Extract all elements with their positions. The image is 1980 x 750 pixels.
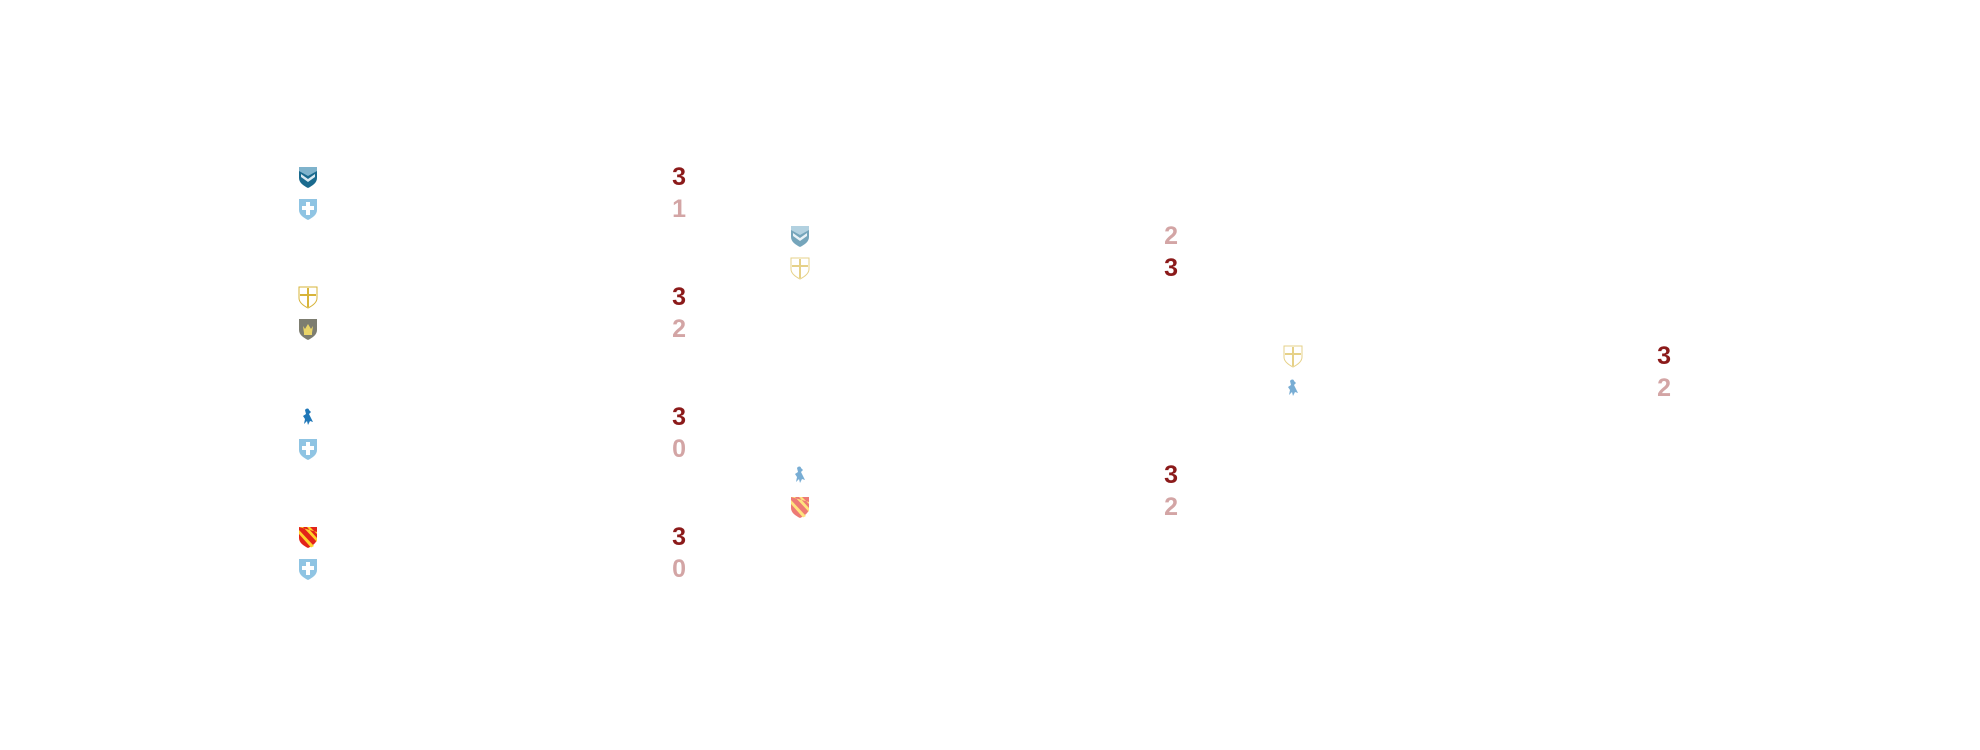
blue-lion-crest-icon <box>303 408 313 425</box>
quarterfinal-match-4[interactable]: 3 0 <box>296 521 686 585</box>
team-score: 3 <box>672 403 686 431</box>
team-row[interactable]: 1 <box>296 193 686 225</box>
team-score: 3 <box>672 283 686 311</box>
team-score: 3 <box>1164 254 1178 282</box>
team-row[interactable]: 2 <box>1281 372 1671 404</box>
team-row[interactable]: 3 <box>296 281 686 313</box>
team-row[interactable]: 3 <box>296 161 686 193</box>
team-row[interactable]: 0 <box>296 553 686 585</box>
white-cross-blue-crest-icon <box>299 439 317 460</box>
team-row[interactable]: 3 <box>296 401 686 433</box>
gold-cross-crest-icon <box>790 257 810 280</box>
red-gold-stripe-crest-icon <box>299 527 317 548</box>
team-row[interactable]: 0 <box>296 433 686 465</box>
semifinal-match-2[interactable]: 3 2 <box>788 459 1178 523</box>
team-score: 3 <box>1164 461 1178 489</box>
gold-cross-crest-icon <box>1283 345 1303 368</box>
team-score: 0 <box>672 435 686 463</box>
quarterfinal-match-1[interactable]: 3 1 <box>296 161 686 225</box>
white-cross-blue-crest-icon <box>299 199 317 220</box>
team-row[interactable]: 2 <box>296 313 686 345</box>
team-row[interactable]: 3 <box>296 521 686 553</box>
blue-lion-crest-icon <box>1288 379 1298 396</box>
team-score: 2 <box>1657 374 1671 402</box>
team-row[interactable]: 3 <box>788 459 1178 491</box>
team-score: 2 <box>1164 222 1178 250</box>
semifinal-match-1[interactable]: 2 3 <box>788 220 1178 284</box>
team-score: 2 <box>672 315 686 343</box>
blue-lion-crest-icon <box>795 466 805 483</box>
team-score: 1 <box>672 195 686 223</box>
team-score: 3 <box>672 163 686 191</box>
red-gold-stripe-crest-icon <box>791 497 809 518</box>
team-row[interactable]: 3 <box>1281 340 1671 372</box>
white-cross-blue-crest-icon <box>299 559 317 580</box>
blue-chevron-crest-icon <box>299 167 317 188</box>
blue-chevron-crest-icon <box>791 226 809 247</box>
team-score: 3 <box>1657 342 1671 370</box>
gold-cross-crest-icon <box>298 286 318 309</box>
quarterfinal-match-3[interactable]: 3 0 <box>296 401 686 465</box>
team-row[interactable]: 2 <box>788 220 1178 252</box>
final-match[interactable]: 3 2 <box>1281 340 1671 404</box>
team-score: 2 <box>1164 493 1178 521</box>
quarterfinal-match-2[interactable]: 3 2 <box>296 281 686 345</box>
team-row[interactable]: 3 <box>788 252 1178 284</box>
team-score: 0 <box>672 555 686 583</box>
team-row[interactable]: 2 <box>788 491 1178 523</box>
gold-crown-grey-crest-icon <box>299 319 317 340</box>
team-score: 3 <box>672 523 686 551</box>
